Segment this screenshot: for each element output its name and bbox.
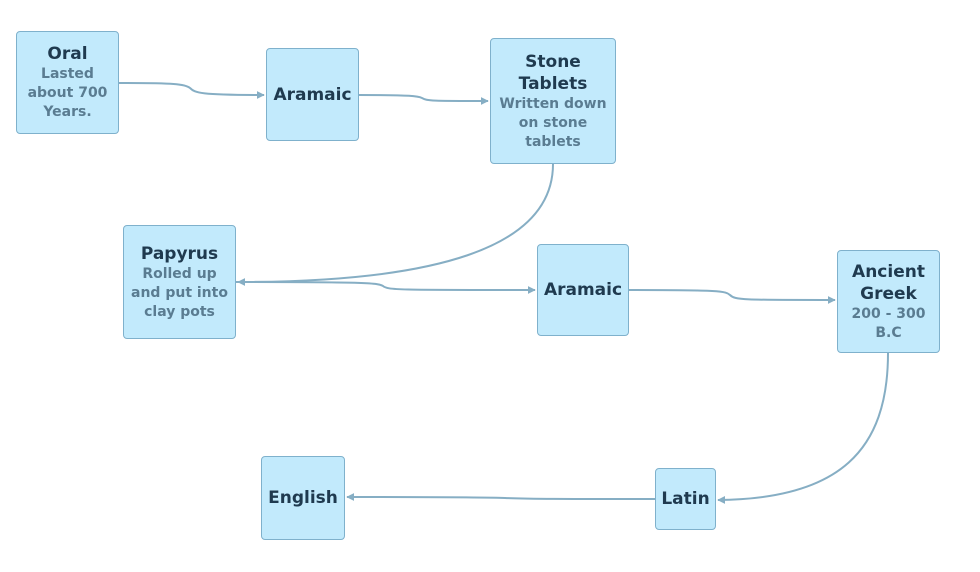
node-latin[interactable]: Latin bbox=[655, 468, 716, 530]
node-title: Ancient Greek bbox=[852, 261, 925, 304]
connector-papyrus-to-aramaic bbox=[235, 281, 536, 294]
node-ancient-greek[interactable]: Ancient Greek 200 - 300 B.C bbox=[837, 250, 940, 353]
node-oral[interactable]: Oral Lasted about 700 Years. bbox=[16, 31, 119, 134]
node-title: Papyrus bbox=[140, 243, 219, 264]
node-title: Stone Tablets bbox=[518, 51, 588, 94]
node-title: Aramaic bbox=[273, 84, 352, 105]
node-aramaic-second[interactable]: Aramaic bbox=[537, 244, 629, 336]
node-title: Oral bbox=[47, 44, 88, 64]
connector-stone-tablets-to-papyrus bbox=[237, 163, 554, 286]
node-title: Latin bbox=[661, 489, 710, 509]
node-subtitle: Lasted about 700 Years. bbox=[27, 66, 108, 120]
connector-latin-to-english bbox=[346, 493, 656, 502]
node-title: Aramaic bbox=[543, 280, 623, 300]
node-subtitle: Written down on stone tablets bbox=[499, 95, 607, 150]
connector-oral-to-aramaic bbox=[118, 82, 265, 99]
node-subtitle: 200 - 300 B.C bbox=[851, 305, 926, 341]
node-papyrus[interactable]: Papyrus Rolled up and put into clay pots bbox=[123, 225, 236, 339]
connector-aramaic-to-ancient-greek bbox=[628, 289, 836, 304]
connector-aramaic-to-stone-tablets bbox=[358, 94, 489, 105]
node-aramaic-first[interactable]: Aramaic bbox=[266, 48, 359, 141]
node-stone-tablets[interactable]: Stone Tablets Written down on stone tabl… bbox=[490, 38, 616, 164]
connector-ancient-greek-to-latin bbox=[717, 352, 889, 504]
node-title: English bbox=[268, 488, 338, 508]
node-english[interactable]: English bbox=[261, 456, 345, 540]
node-subtitle: Rolled up and put into clay pots bbox=[131, 265, 228, 320]
